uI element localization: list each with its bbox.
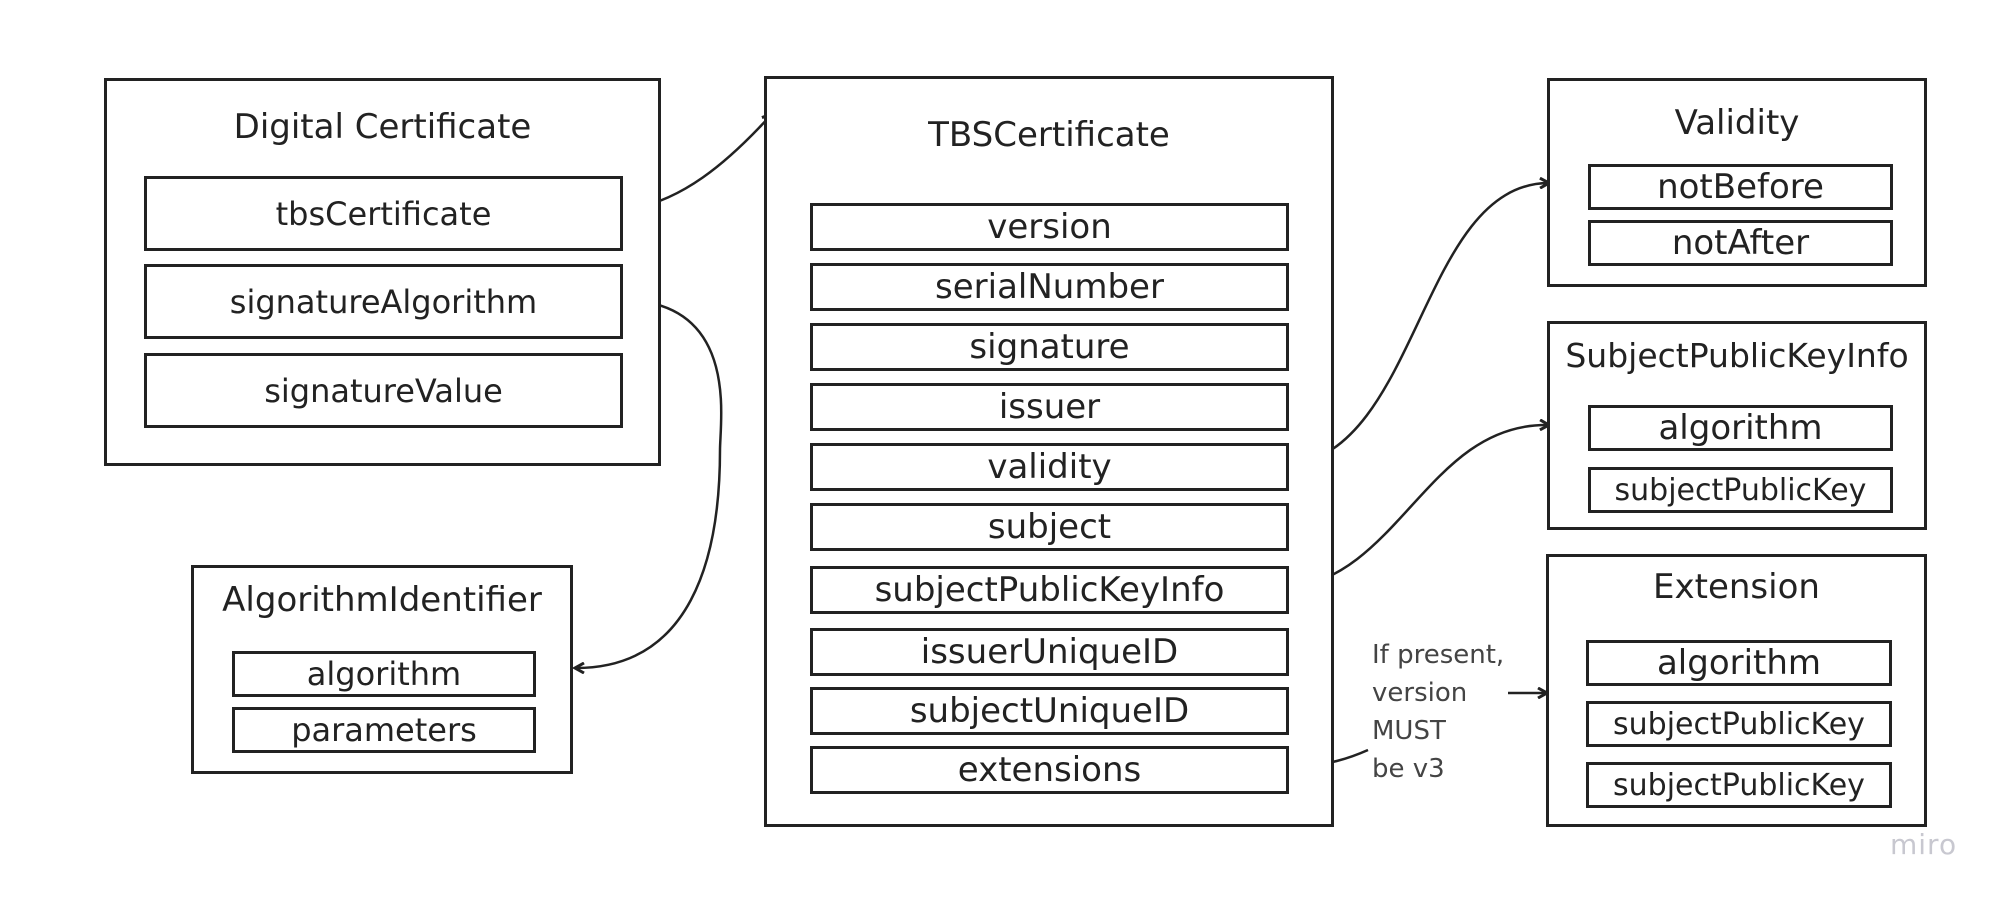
field-parameters: parameters: [232, 707, 536, 753]
subject-public-key-info-box: SubjectPublicKeyInfo algorithm subjectPu…: [1547, 321, 1927, 530]
field-extension-algorithm: algorithm: [1586, 640, 1892, 686]
digital-certificate-box: Digital Certificate tbsCertificate signa…: [104, 78, 661, 466]
digital-certificate-title: Digital Certificate: [233, 107, 532, 147]
field-subject-public-key-info: subjectPublicKeyInfo: [810, 566, 1289, 614]
field-signature-value: signatureValue: [144, 353, 623, 428]
tbscertificate-box: TBSCertificate version serialNumber sign…: [764, 76, 1334, 827]
field-algorithm: algorithm: [232, 651, 536, 697]
field-issuer-unique-id: issuerUniqueID: [810, 628, 1289, 676]
tbscertificate-title: TBSCertificate: [928, 115, 1170, 155]
field-tbscertificate: tbsCertificate: [144, 176, 623, 251]
miro-watermark: miro: [1890, 828, 1958, 861]
subject-public-key-info-title: SubjectPublicKeyInfo: [1565, 336, 1909, 375]
field-signature: signature: [810, 323, 1289, 371]
algorithm-identifier-box: AlgorithmIdentifier algorithm parameters: [191, 565, 573, 774]
extension-box: Extension algorithm subjectPublicKey sub…: [1546, 554, 1927, 827]
field-subject: subject: [810, 503, 1289, 551]
field-not-before: notBefore: [1588, 164, 1893, 210]
field-spki-algorithm: algorithm: [1588, 405, 1893, 451]
field-validity: validity: [810, 443, 1289, 491]
field-spki-subject-public-key: subjectPublicKey: [1588, 467, 1893, 513]
field-extension-subject-public-key-1: subjectPublicKey: [1586, 701, 1892, 747]
field-extensions: extensions: [810, 746, 1289, 794]
arrow-signature-algorithm: [576, 298, 723, 668]
field-subject-unique-id: subjectUniqueID: [810, 687, 1289, 735]
extension-title: Extension: [1653, 567, 1820, 607]
field-extension-subject-public-key-2: subjectPublicKey: [1586, 762, 1892, 808]
validity-box: Validity notBefore notAfter: [1547, 78, 1927, 287]
extensions-note: If present, version MUST be v3: [1372, 640, 1505, 784]
field-signature-algorithm: signatureAlgorithm: [144, 264, 623, 339]
field-issuer: issuer: [810, 383, 1289, 431]
algorithm-identifier-title: AlgorithmIdentifier: [222, 580, 542, 620]
field-serial-number: serialNumber: [810, 263, 1289, 311]
field-not-after: notAfter: [1588, 220, 1893, 266]
arrow-validity: [1289, 183, 1548, 467]
field-version: version: [810, 203, 1289, 251]
validity-title: Validity: [1674, 103, 1800, 143]
